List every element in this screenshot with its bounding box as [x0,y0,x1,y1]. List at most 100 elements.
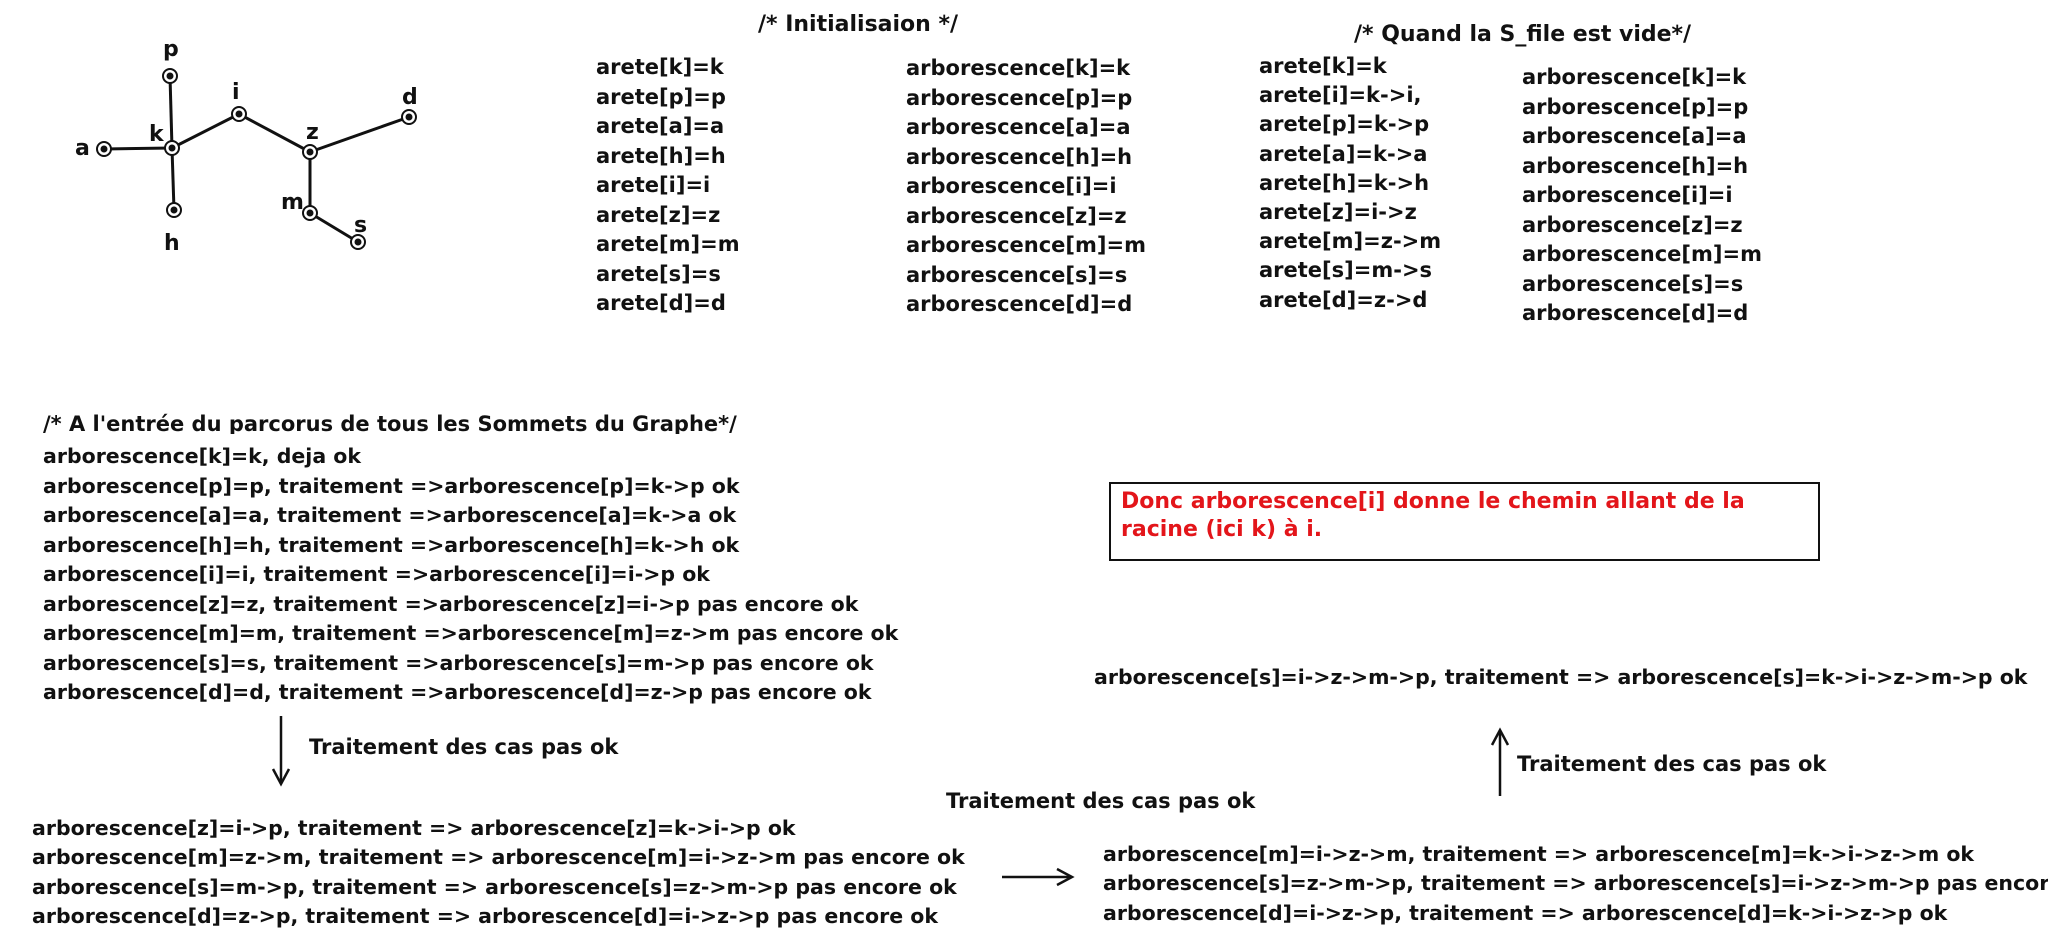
list-item: arborescence[d]=i->z->p, traitement => a… [1103,900,1948,925]
node-s [350,234,366,250]
list-item: arborescence[s]=m->p, traitement => arbo… [32,874,957,899]
step3-label: Traitement des cas pas ok [1517,752,1827,776]
list-item: arete[m]=m [596,232,740,256]
node-label-k: k [149,122,165,147]
list-item: arete[k]=k [1259,54,1387,78]
graph-edges [103,75,410,244]
list-item: arborescence[h]=h [906,144,1133,169]
list-item: arborescence[k]=k [1522,65,1747,89]
conclusion-box: Donc arborescence[i] donne le chemin all… [1109,482,1820,561]
node-a [96,141,112,157]
node-label-z: z [306,120,319,145]
list-item: arborescence[a]=a [1522,124,1747,148]
node-label-m: m [281,190,304,215]
arrows [271,716,1510,887]
node-label-a: a [75,136,90,161]
list-item: arborescence[s]=s, traitement =>arboresc… [43,650,874,675]
vide-arete-list: arete[k]=k arete[i]=k->i, arete[p]=k->p … [1259,52,1441,315]
list-item: arborescence[s]=s [1522,271,1744,296]
list-item: arborescence[p]=p [906,85,1133,110]
arrow-up [1490,727,1510,796]
list-item: arete[z]=z [596,202,721,227]
list-item: arete[p]=p [596,84,726,109]
list-item: arborescence[h]=h [1522,153,1749,178]
init-arborescence-list: arborescence[k]=k arborescence[p]=p arbo… [906,54,1146,320]
node-label-h: h [164,231,180,256]
list-item: arborescence[m]=z->m, traitement => arbo… [32,845,965,870]
list-item: arborescence[z]=z, traitement =>arboresc… [43,591,859,616]
list-item: arborescence[s]=z->m->p, traitement => a… [1103,871,2048,896]
list-item: arborescence[d]=d [1522,301,1749,325]
list-item: arborescence[s]=s [906,262,1128,287]
parcours-title: /* A l'entrée du parcorus de tous les So… [43,412,737,434]
list-item: arborescence[i]=i [906,174,1117,198]
list-item: arete[d]=d [596,291,726,315]
list-item: arete[d]=z->d [1259,287,1428,312]
step1-list: arborescence[z]=i->p, traitement => arbo… [32,814,965,932]
list-item: arborescence[i]=i [1522,183,1733,207]
node-m [302,205,318,221]
list-item: arete[a]=k->a [1259,141,1428,166]
step2-list: arborescence[m]=i->z->m, traitement => a… [1103,840,2048,928]
node-label-s: s [354,213,367,238]
node-z [302,144,318,160]
list-item: arborescence[z]=z [906,203,1127,228]
conclusion-text: Donc arborescence[i] donne le chemin all… [1121,489,1745,542]
node-p [162,68,178,84]
list-item: arete[h]=k->h [1259,170,1430,195]
node-label-p: p [163,37,179,62]
vide-title: /* Quand la S_file est vide*/ [1354,22,1692,47]
list-item: arborescence[z]=i->p, traitement => arbo… [32,816,796,840]
list-item: arborescence[i]=i, traitement =>arboresc… [43,562,710,586]
list-item: arborescence[k]=k, deja ok [43,444,362,468]
list-item: arete[h]=h [596,143,726,168]
list-item: arete[m]=z->m [1259,229,1442,254]
list-item: arborescence[p]=p [1522,94,1749,119]
list-item: arborescence[k]=k [906,56,1131,80]
edge-m-s [309,211,359,244]
edge-z-d [309,115,410,154]
arrow-right [1002,867,1075,887]
list-item: arborescence[a]=a, traitement =>arboresc… [43,503,737,527]
node-i [231,106,247,122]
list-item: arborescence[h]=h, traitement =>arboresc… [43,532,740,557]
node-d [401,109,417,125]
list-item: arborescence[p]=p, traitement =>arboresc… [43,473,740,498]
edge-p-k [168,75,174,149]
init-title: /* Initialisaion */ [758,12,959,37]
list-item: arete[k]=k [596,55,724,79]
list-item: arete[p]=k->p [1259,112,1430,137]
node-k [164,140,180,156]
list-item: arete[i]=i [596,173,711,197]
list-item: arborescence[z]=z [1522,212,1743,237]
arrow-down [271,716,291,787]
edge-k-h [170,147,176,211]
node-h [166,202,182,218]
init-arete-list: arete[k]=k arete[p]=p arete[a]=a arete[h… [596,53,740,319]
step2-label: Traitement des cas pas ok [946,789,1256,813]
list-item: arborescence[d]=d, traitement =>arboresc… [43,680,872,704]
node-labels: p i d a k z m h s [75,37,418,256]
list-item: arete[s]=s [596,261,721,286]
graph-nodes [96,68,417,250]
list-item: arborescence[m]=m [906,233,1146,257]
vide-arborescence-list: arborescence[k]=k arborescence[p]=p arbo… [1522,63,1762,329]
edge-i-z [238,112,311,154]
list-item: arborescence[m]=m [1522,242,1762,266]
list-item: arete[i]=k->i, [1259,83,1422,108]
node-label-i: i [232,80,240,105]
list-item: arborescence[m]=i->z->m, traitement => a… [1103,842,1975,866]
step3-line: arborescence[s]=i->z->m->p, traitement =… [1094,665,2028,689]
parcours-list: arborescence[k]=k, deja ok arborescence[… [43,442,898,708]
edge-k-i [171,112,240,150]
list-item: arete[z]=i->z [1259,199,1417,224]
list-item: arborescence[a]=a [906,115,1131,139]
edge-a-k [103,146,173,151]
list-item: arborescence[m]=m, traitement =>arboresc… [43,621,899,645]
list-item: arborescence[d]=z->p, traitement => arbo… [32,904,938,929]
list-item: arete[s]=m->s [1259,258,1433,283]
step1-label: Traitement des cas pas ok [309,735,619,759]
list-item: arborescence[d]=d [906,292,1133,316]
node-label-d: d [402,85,418,110]
